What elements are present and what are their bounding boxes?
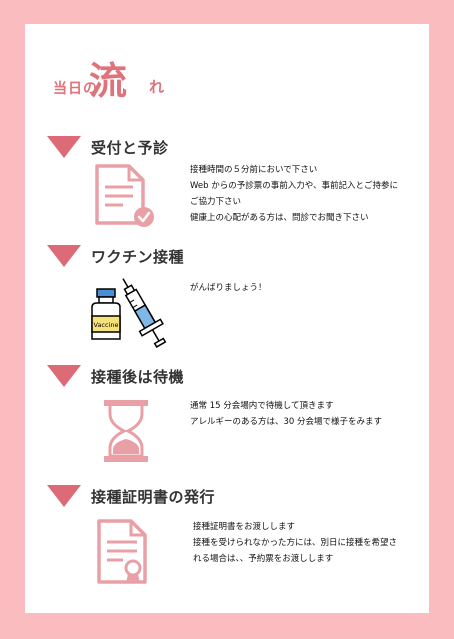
- text-line: 接種を受けられなかった方には、別日に接種を希望さ: [193, 538, 398, 548]
- certificate-icon: [97, 519, 147, 584]
- text-line: 接種時間の５分前においで下さい: [190, 165, 318, 175]
- text-line: がんばりましょう！: [190, 283, 267, 293]
- text-line: 健康上の心配がある方は、問診でお聞き下さい: [190, 213, 369, 223]
- section-heading-reception: 受付と予診: [91, 139, 169, 157]
- title-part-2: 流: [89, 59, 128, 103]
- hourglass-icon: [104, 400, 148, 462]
- text-line: 接種証明書をお渡しします: [193, 522, 296, 532]
- section-marker-triangle: [47, 485, 81, 507]
- section-heading-certificate: 接種証明書の発行: [91, 488, 216, 506]
- title-part-1: 当日の: [53, 81, 98, 97]
- section-body-certificate: 接種証明書をお渡しします 接種を受けられなかった方には、別日に接種を希望さ れる…: [193, 519, 397, 567]
- section-marker-triangle: [47, 136, 81, 158]
- section-heading-vaccination: ワクチン接種: [91, 248, 185, 266]
- section-marker-triangle: [47, 365, 81, 387]
- text-line: Web からの予診票の事前入力や、事前記入とご持参に: [190, 181, 398, 191]
- text-line: 通常 15 分会場内で待機して頂きます: [190, 401, 334, 411]
- vaccine-syringe-icon: Vaccine: [91, 278, 167, 348]
- text-line: ご協力下さい: [190, 197, 242, 207]
- section-body-waiting: 通常 15 分会場内で待機して頂きます アレルギーのある方は、30 分会場で様子…: [190, 398, 382, 430]
- text-line: れる場合は、、予約票をお渡しします: [193, 554, 334, 564]
- text-line: アレルギーのある方は、30 分会場で様子をみます: [190, 417, 383, 427]
- section-body-reception: 接種時間の５分前においで下さい Web からの予診票の事前入力や、事前記入とご持…: [190, 162, 398, 226]
- document-check-icon: [95, 164, 154, 227]
- title-part-3: れ: [149, 78, 165, 96]
- section-body-vaccination: がんばりましょう！: [190, 280, 267, 296]
- section-heading-waiting: 接種後は待機: [91, 368, 185, 386]
- vial-label: Vaccine: [94, 321, 119, 329]
- section-marker-triangle: [47, 245, 81, 267]
